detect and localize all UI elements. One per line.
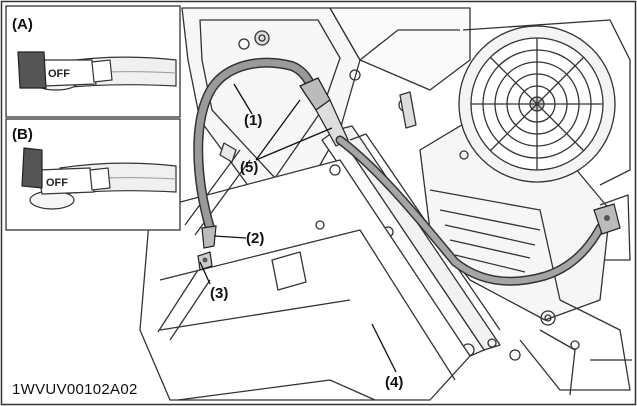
figure-code: 1WVUV00102A02 <box>12 381 138 398</box>
inset-b-switch-text: OFF <box>46 177 68 189</box>
callout-1: (1) <box>244 112 263 129</box>
callout-4: (4) <box>385 374 404 391</box>
inset-b-label: (B) <box>12 126 33 143</box>
inset-a-switch-text: OFF <box>48 68 70 80</box>
battery-positive-cable <box>193 57 349 271</box>
callout-3: (3) <box>210 285 229 302</box>
inset-b: OFF <box>5 118 181 231</box>
inset-a: OFF <box>5 5 181 118</box>
callout-leaders <box>199 83 397 373</box>
engine-cable <box>335 135 621 286</box>
callout-2: (2) <box>246 230 265 247</box>
callout-5: (5) <box>240 159 259 176</box>
inset-a-label: (A) <box>12 16 33 33</box>
